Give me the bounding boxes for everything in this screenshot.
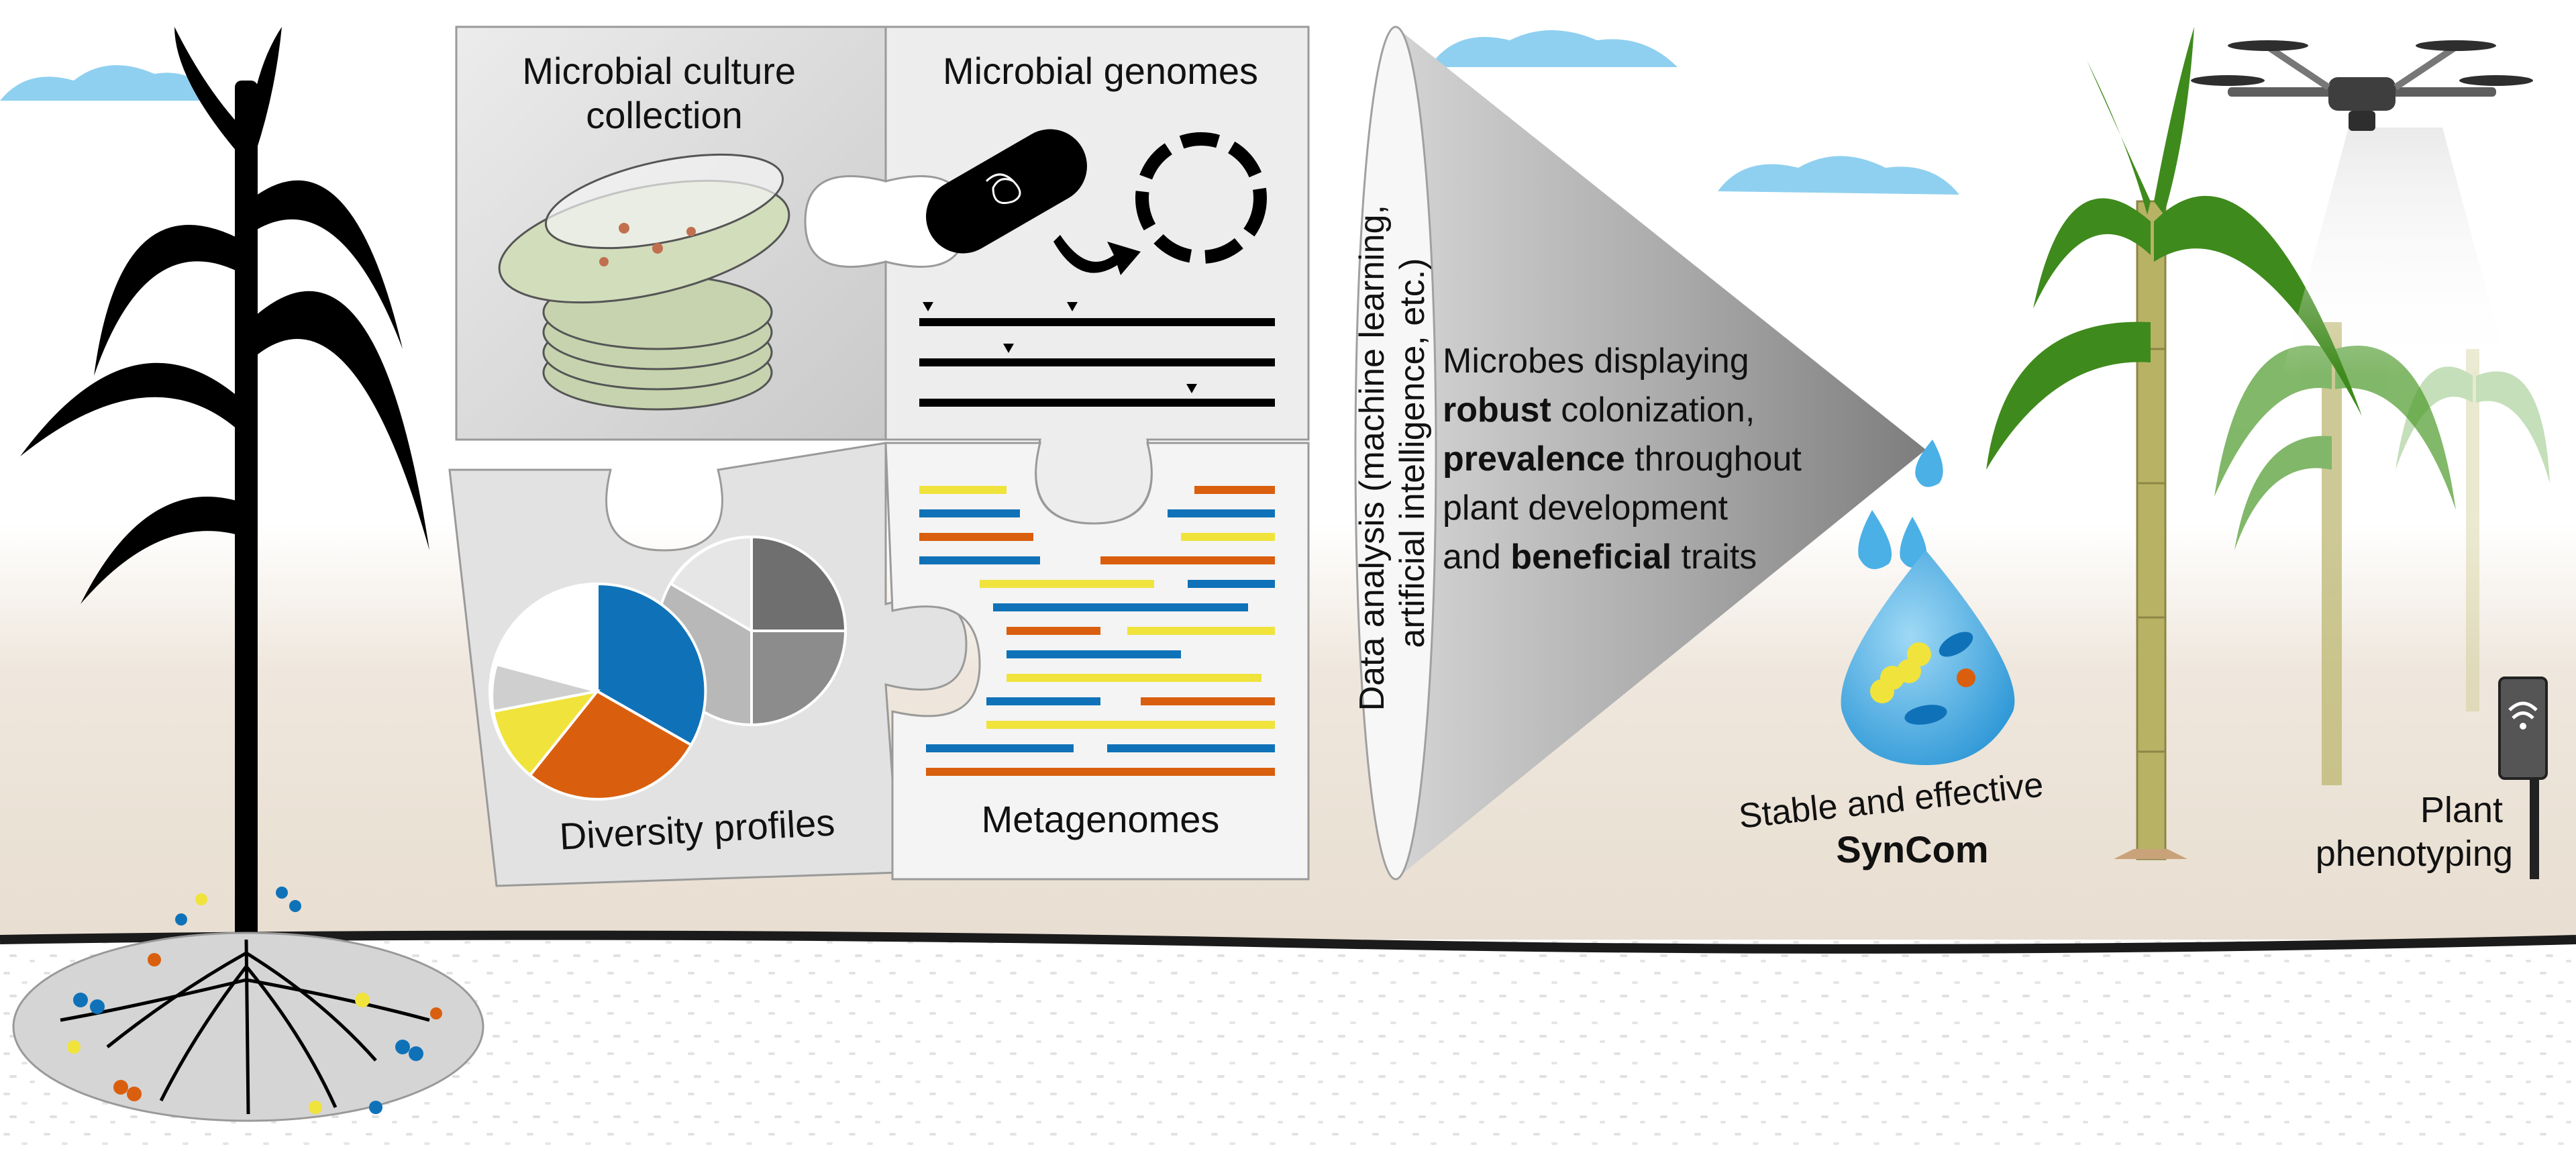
analysis-line-2: artificial intelligence, etc.) xyxy=(1393,258,1432,648)
syncom-microbes xyxy=(1870,632,1975,725)
criteria-text: traits xyxy=(1671,538,1757,577)
puzzle-piece-diversity: Diversity profiles xyxy=(448,442,968,887)
circular-genome-icon xyxy=(1135,132,1267,264)
criteria-keyword: beneficial xyxy=(1510,538,1671,577)
phenotyping-line-1: Plant xyxy=(2420,790,2503,830)
roots xyxy=(60,939,430,1115)
pie-chart-icon xyxy=(488,582,707,801)
sugarcane-plant xyxy=(2214,322,2456,785)
funnel-icon: Data analysis (machine learning, artific… xyxy=(1353,26,1926,881)
bacterium-icon xyxy=(926,129,1087,254)
phenotyping-line-2: phenotyping xyxy=(2316,834,2513,874)
cloud xyxy=(0,65,215,101)
criteria-text: throughout xyxy=(1625,440,1802,479)
microbial-genomes-title: Microbial genomes xyxy=(943,50,1258,92)
cloud xyxy=(1718,156,1959,195)
metagenome-reads xyxy=(919,486,1275,776)
water-drop-icon xyxy=(1841,440,2015,765)
culture-line-2: collection xyxy=(586,94,742,136)
criteria-text: plant development xyxy=(1443,489,1729,528)
ground-line xyxy=(0,930,2576,954)
data-analysis-label: Data analysis (machine learning, artific… xyxy=(1353,195,1432,711)
puzzle-piece-culture: Microbial culture collection xyxy=(455,26,887,441)
variant-markers xyxy=(923,302,1197,393)
criteria-keyword: robust xyxy=(1443,391,1551,430)
syncom-name: SynCom xyxy=(1836,828,1988,870)
puzzle-piece-metagenomes: Metagenomes xyxy=(884,442,1310,881)
genome-alignments xyxy=(919,318,1275,407)
wifi-sensor-icon xyxy=(2498,677,2548,879)
selection-criteria: Microbes displaying robust colonization, p… xyxy=(1443,342,1802,577)
metagenomes-title: Metagenomes xyxy=(982,798,1220,840)
plant-phenotyping-label: Plant phenotyping xyxy=(2316,790,2513,874)
culture-line-1: Microbial culture xyxy=(522,50,796,92)
criteria-text: colonization, xyxy=(1551,391,1755,430)
drone-icon xyxy=(2191,40,2533,376)
criteria-text: and xyxy=(1443,538,1510,577)
plant-silhouette xyxy=(20,27,429,946)
criteria-text: Microbes displaying xyxy=(1443,342,1749,381)
sugarcane-plant xyxy=(1986,27,2362,860)
puzzle-piece-genomes: Microbial genomes xyxy=(884,26,1310,525)
cloud xyxy=(1429,30,1678,67)
culture-collection-title: Microbial culture collection xyxy=(522,50,806,136)
criteria-keyword: prevalence xyxy=(1443,440,1625,479)
analysis-line-1: Data analysis (machine learning, xyxy=(1353,205,1392,711)
sugarcane-plant xyxy=(2395,349,2550,711)
soil-microbes xyxy=(67,887,442,1114)
clouds xyxy=(0,30,1959,195)
arrow-icon xyxy=(1053,235,1141,275)
petri-dish-stack xyxy=(498,153,790,411)
